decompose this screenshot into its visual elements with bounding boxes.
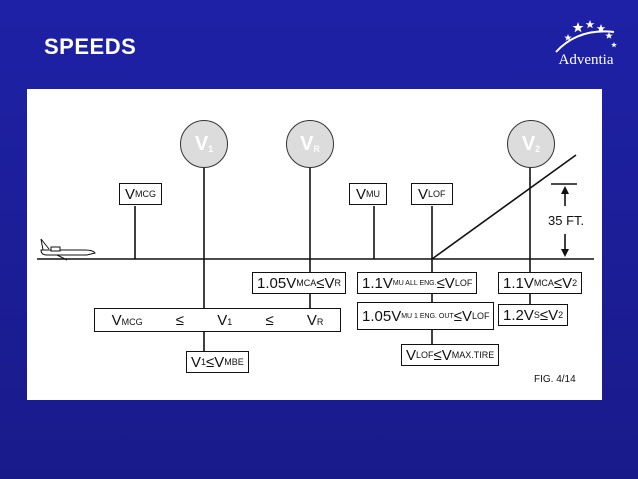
rule-vr-op: ≤	[316, 274, 325, 292]
rule-v2-mca-a: 1.1V	[503, 274, 534, 292]
vmcg-sub: MCG	[135, 188, 157, 199]
rule-v2-mca-b: V	[562, 274, 573, 292]
vmu-sub: MU	[366, 188, 381, 199]
rule-v2-stall-b: V	[548, 306, 559, 324]
climb-line	[431, 154, 577, 260]
rule-order-c-sub: R	[316, 316, 324, 327]
rule-vlof-one-a-sub: MU 1 ENG. OUT	[401, 312, 454, 320]
rule-vlof-all-op: ≤	[436, 274, 445, 292]
height-label: 35 FT.	[548, 213, 585, 228]
logo-text: Adventia	[558, 52, 614, 68]
rule-vlof-tire-b-sub: MAX.TIRE	[451, 349, 495, 360]
rule-v2-mca-a-sub: MCA	[533, 277, 554, 288]
rule-order-c-wrap: VR	[307, 313, 324, 328]
rule-v1-mbe-a-sub: 1	[201, 356, 207, 367]
rule-vlof-all-a-sub: MU ALL ENG.	[392, 279, 437, 287]
rule-vlof-tire-a-sub: LOF	[416, 349, 434, 360]
rule-v1-mbe-a: V	[191, 353, 202, 371]
rule-v2-stall-op: ≤	[539, 306, 549, 324]
rule-vlof-tire-op: ≤	[433, 346, 442, 364]
rule-order-op2: ≤	[265, 311, 274, 329]
diagram-lines	[37, 154, 594, 352]
arrow-up	[561, 186, 569, 194]
rule-order-b: V	[217, 311, 228, 329]
airplane-icon	[40, 238, 96, 261]
rule-vlof-all-b-sub: LOF	[454, 277, 473, 288]
rule-v1-mbe-b: V	[214, 353, 225, 371]
vlof-main: V	[418, 185, 429, 203]
vlof-sub: LOF	[428, 188, 446, 199]
v1-circle-sub: 1	[208, 143, 214, 154]
rule-vr-b-sub: R	[334, 277, 341, 288]
vmcg-main: V	[125, 185, 136, 203]
rule-vlof-tire-a: V	[406, 346, 417, 364]
rule-vr-a: 1.05V	[257, 274, 297, 292]
v1-circle-main: V	[194, 132, 209, 155]
rule-order-a-wrap: VMCG	[112, 313, 143, 328]
rule-vlof-all-a: 1.1V	[362, 274, 393, 292]
rule-v2-stall-a: 1.2V	[503, 306, 534, 324]
figure-caption: FIG. 4/14	[534, 374, 576, 385]
rule-vlof-tire-b: V	[441, 346, 452, 364]
rule-vlof-one-b: V	[461, 307, 472, 325]
rule-order-c: V	[306, 311, 317, 329]
rule-vr-b: V	[324, 274, 335, 292]
rule-v2-mca-op: ≤	[553, 274, 563, 292]
rule-v1-mbe-b-sub: MBE	[224, 356, 244, 367]
rule-order-a: V	[111, 311, 122, 329]
slide-title: SPEEDS	[44, 34, 137, 59]
rule-order-op1: ≤	[175, 311, 185, 329]
v2-circle-main: V	[521, 132, 536, 155]
rule-order-b-sub: 1	[227, 316, 233, 327]
star-arc-icon	[555, 20, 617, 53]
vr-circle-sub: R	[313, 143, 320, 154]
rule-vr-a-sub: MCA	[296, 277, 317, 288]
rule-v2-stall-a-sub: S	[533, 309, 540, 320]
adventia-logo: Adventia	[548, 18, 624, 72]
vmu-main: V	[356, 185, 367, 203]
arrow-down	[561, 249, 569, 257]
rule-vlof-one-a: 1.05V	[362, 307, 402, 325]
rule-v2-mca-b-sub: 2	[572, 277, 578, 288]
vr-circle-main: V	[300, 132, 314, 155]
rule-vlof-all-b: V	[444, 274, 455, 292]
rule-v1-mbe-op: ≤	[206, 353, 215, 371]
rule-v2-stall-b-sub: 2	[558, 309, 564, 320]
v2-circle-sub: 2	[535, 143, 541, 154]
rule-order-box: VMCG ≤ V1 ≤ VR	[94, 308, 341, 332]
rule-order-b-wrap: V1	[217, 313, 232, 328]
rule-vlof-one-op: ≤	[453, 307, 462, 325]
rule-vlof-one-b-sub: LOF	[471, 310, 490, 321]
rule-order-a-sub: MCG	[121, 316, 143, 327]
